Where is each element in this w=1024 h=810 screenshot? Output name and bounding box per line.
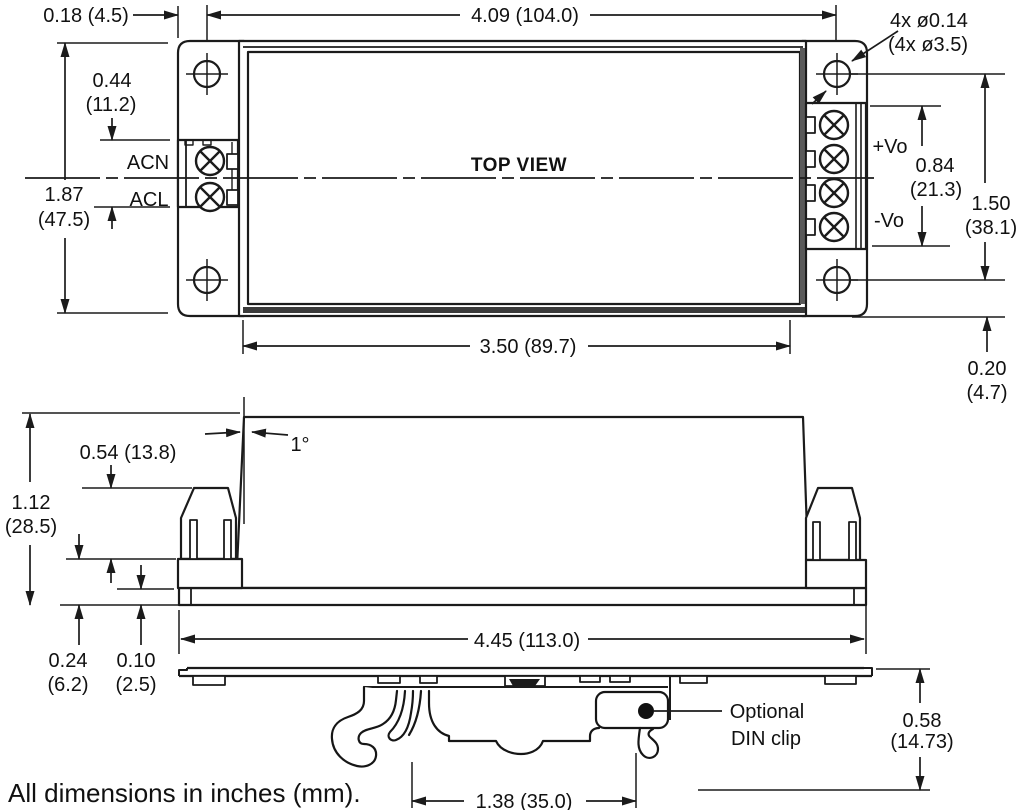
svg-text:3.50 (89.7): 3.50 (89.7) [480, 336, 577, 358]
svg-text:(28.5): (28.5) [5, 516, 57, 538]
screw-terminal-icon [194, 181, 226, 213]
din-clip-underside [427, 689, 601, 756]
right-shadow-edge [800, 48, 805, 304]
dim-output-block: 0.84 (21.3) [870, 105, 962, 247]
svg-text:(47.5): (47.5) [38, 209, 90, 231]
dim-rail-span: 1.38 (35.0) [411, 753, 637, 810]
dim-hole-span-width: 4.09 (104.0) [206, 5, 837, 40]
dim-side-height: 1.12 (28.5) [5, 412, 240, 606]
svg-text:4.45 (113.0): 4.45 (113.0) [474, 630, 580, 652]
svg-text:0.24: 0.24 [49, 650, 88, 672]
label-acn: ACN [127, 152, 169, 174]
dim-draft-angle: 1° [204, 397, 310, 524]
svg-text:1°: 1° [290, 434, 309, 456]
output-terminal-block [804, 101, 868, 251]
svg-text:0.58: 0.58 [903, 710, 942, 732]
svg-text:0.20: 0.20 [968, 358, 1007, 380]
side-view: 1° 1.12 (28.5) 0.54 (13.8) 0.24 (6.2) [5, 397, 868, 696]
hole-callout: 4x ø0.14 (4x ø3.5) [811, 10, 968, 105]
screw-terminal-icon [194, 145, 226, 177]
svg-text:(6.2): (6.2) [47, 674, 88, 696]
screw-terminal-icon [818, 177, 850, 209]
units-note: All dimensions in inches (mm). [8, 778, 361, 808]
side-output-terminal [804, 486, 868, 590]
svg-text:(11.2): (11.2) [86, 94, 137, 116]
dim-hole-edge: 0.20 (4.7) [852, 316, 1008, 404]
side-body [234, 415, 811, 590]
din-clip-body-block [594, 690, 670, 730]
screw-terminal-icon [818, 143, 850, 175]
label-vo-plus: +Vo [872, 136, 907, 158]
side-base-plate [177, 586, 868, 607]
dim-clip-depth: 0.58 (14.73) [698, 668, 954, 791]
dim-flange-offset: 0.18 (4.5) [43, 5, 179, 38]
dim-body-width: 3.50 (89.7) [242, 320, 791, 358]
din-clip-lever [387, 689, 415, 742]
svg-text:0.84: 0.84 [916, 155, 955, 177]
din-clip [330, 676, 722, 768]
svg-text:0.10: 0.10 [117, 650, 156, 672]
label-optional-din-clip-1: Optional [730, 701, 805, 723]
mounting-hole-icon [186, 53, 228, 95]
screw-terminal-icon [818, 109, 850, 141]
svg-text:(4.7): (4.7) [966, 382, 1007, 404]
dim-overall-width: 4.45 (113.0) [178, 600, 867, 654]
svg-text:4.09 (104.0): 4.09 (104.0) [471, 5, 579, 27]
svg-text:1.38 (35.0): 1.38 (35.0) [476, 791, 573, 810]
svg-text:0.44: 0.44 [93, 70, 132, 92]
dim-hole-span-height: 1.50 (38.1) [850, 73, 1017, 281]
svg-text:(14.73): (14.73) [890, 731, 953, 753]
svg-text:1.87: 1.87 [45, 184, 84, 206]
plate-stud [509, 679, 540, 686]
svg-text:4x ø0.14: 4x ø0.14 [890, 10, 968, 32]
svg-text:(38.1): (38.1) [965, 217, 1017, 239]
dim-lip-height: 0.10 (2.5) [115, 565, 174, 696]
svg-text:0.54 (13.8): 0.54 (13.8) [80, 442, 177, 464]
svg-text:(21.3): (21.3) [910, 179, 962, 201]
screw-terminal-icon [818, 211, 850, 243]
top-view: TOP VIEW 0.18 (4.5) 4.09 (104.0) 4x ø0.1… [25, 5, 1017, 404]
mounting-hole-icon [186, 259, 228, 301]
din-clip-spring-hook [330, 685, 399, 768]
top-view-title: TOP VIEW [471, 155, 567, 176]
dim-block-top-offset: 0.54 (13.8) [66, 442, 192, 583]
bottom-shadow-edge [243, 307, 805, 313]
din-clip-right-hook [637, 726, 660, 759]
din-clip-view: Optional DIN clip 0.58 (14.73) 1.38 (35.… [178, 666, 954, 810]
svg-text:0.18 (4.5): 0.18 (4.5) [43, 5, 129, 27]
dim-input-block-height: 0.44 (11.2) [86, 70, 170, 229]
input-terminal-block [176, 138, 240, 213]
din-base-plate [178, 666, 873, 687]
label-optional-din-clip-2: DIN clip [731, 728, 801, 750]
svg-text:(4x ø3.5): (4x ø3.5) [888, 34, 968, 56]
dim-overall-height: 1.87 (47.5) [38, 42, 168, 314]
din-clip-pin-dot [638, 703, 654, 719]
label-acl: ACL [130, 189, 169, 211]
label-vo-minus: -Vo [874, 210, 904, 232]
side-input-terminal [176, 486, 244, 590]
din-clip-lever-edge [407, 689, 423, 737]
svg-text:(2.5): (2.5) [115, 674, 156, 696]
svg-text:1.12: 1.12 [12, 492, 51, 514]
svg-text:1.50: 1.50 [972, 193, 1011, 215]
dim-base-height: 0.24 (6.2) [47, 534, 89, 696]
